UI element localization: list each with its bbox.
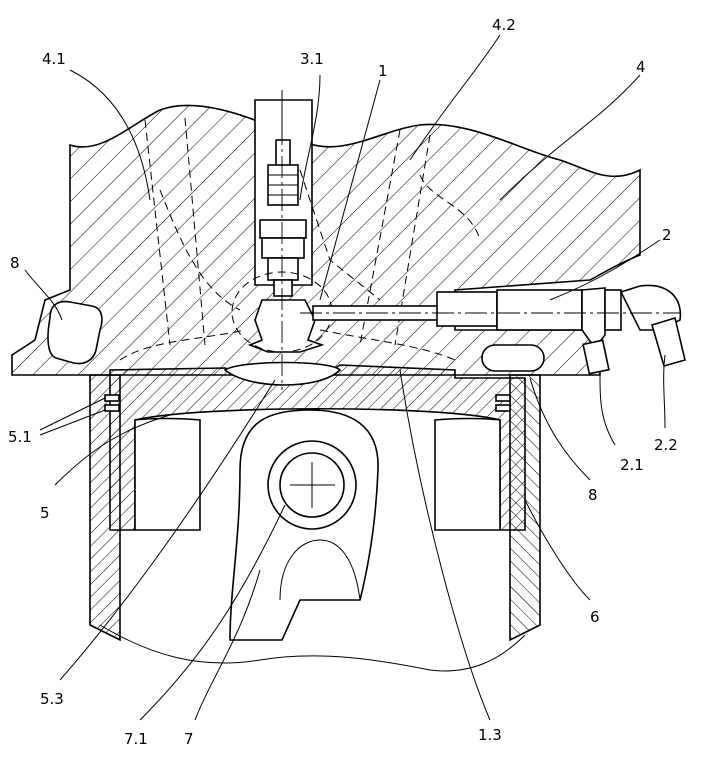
label-2-2: 2.2 bbox=[654, 436, 678, 454]
port-line-3 bbox=[299, 169, 381, 301]
label-1-3: 1.3 bbox=[478, 726, 502, 744]
label-5: 5 bbox=[40, 504, 50, 522]
valve-4-2-stem-2 bbox=[394, 134, 431, 346]
label-6: 6 bbox=[590, 608, 600, 626]
label-5-1: 5.1 bbox=[8, 428, 32, 446]
label-5-3: 5.3 bbox=[40, 690, 64, 708]
valve-4-2-head bbox=[319, 329, 456, 361]
section-break-line bbox=[99, 624, 526, 672]
rod-inner bbox=[279, 539, 361, 601]
label-4-2: 4.2 bbox=[492, 16, 516, 34]
label-8-left: 8 bbox=[10, 254, 20, 272]
valve-4-1-stem bbox=[144, 119, 171, 346]
coolant-channel-left bbox=[47, 300, 103, 365]
label-8-right: 8 bbox=[588, 486, 598, 504]
injector-nut bbox=[582, 339, 610, 375]
label-2: 2 bbox=[662, 226, 672, 244]
piston-ring-right-2 bbox=[495, 404, 511, 412]
cylinder-head bbox=[11, 104, 641, 376]
label-7-1: 7.1 bbox=[124, 730, 148, 748]
coolant-channel-right bbox=[481, 344, 545, 372]
fuel-injector bbox=[300, 284, 686, 375]
piston-skirt-inner-right bbox=[434, 417, 501, 531]
port-line-2 bbox=[419, 174, 481, 241]
piston-bowl bbox=[223, 361, 342, 386]
label-3-1: 3.1 bbox=[300, 50, 324, 68]
piston-ring-left bbox=[104, 394, 120, 402]
leader-lines bbox=[24, 34, 666, 721]
label-4-1: 4.1 bbox=[42, 50, 66, 68]
label-1: 1 bbox=[378, 62, 388, 80]
piston-skirt-inner bbox=[134, 417, 201, 531]
label-2-1: 2.1 bbox=[620, 456, 644, 474]
port-line bbox=[159, 189, 241, 311]
spark-plug bbox=[259, 90, 307, 297]
label-7: 7 bbox=[184, 730, 194, 748]
piston-ring-right bbox=[495, 394, 511, 402]
piston-ring-left-2 bbox=[104, 404, 120, 412]
label-4: 4 bbox=[636, 58, 646, 76]
injector-connector bbox=[651, 316, 686, 367]
valve-4-1-stem-2 bbox=[184, 117, 206, 346]
